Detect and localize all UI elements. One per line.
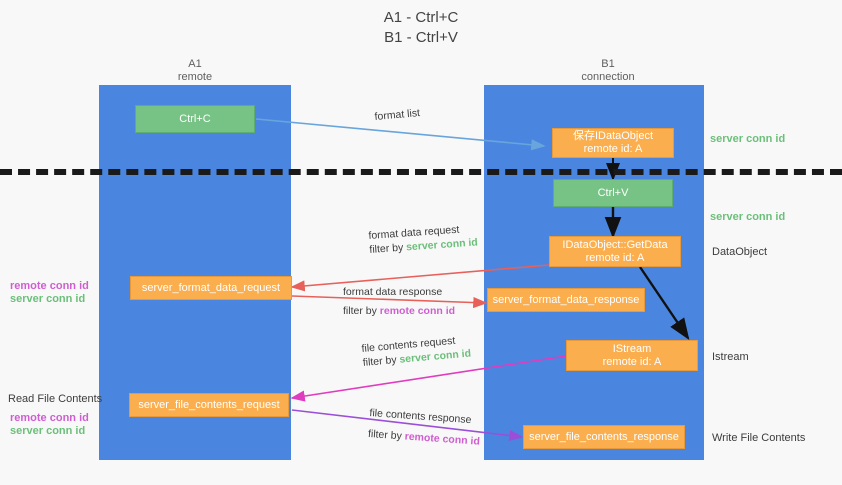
node-server-format-data-response-label: server_format_data_response <box>492 293 640 306</box>
right-label-server-conn-id-top: server conn id <box>710 133 786 145</box>
edge-label-format-data-response: format data response filter by remote co… <box>343 285 455 318</box>
node-getdata-line1: IDataObject::GetData <box>562 238 668 251</box>
right-label-server-conn-id-mid: server conn id <box>710 211 786 223</box>
node-ctrl-c[interactable]: Ctrl+C <box>135 105 255 133</box>
node-istream[interactable]: IStream remote id: A <box>566 340 698 371</box>
left-label-read-file-contents: Read File Contents <box>8 393 103 405</box>
node-server-file-contents-request-label: server_file_contents_request <box>138 398 280 411</box>
node-istream-line1: IStream <box>612 342 652 355</box>
node-server-format-data-response[interactable]: server_format_data_response <box>487 288 645 312</box>
column-header-a1: A1 remote <box>95 58 295 84</box>
edge-file-contents-response-line1: file contents response <box>369 406 472 427</box>
left-label-server-conn-id-1: server conn id <box>10 293 86 305</box>
node-save-idataobject[interactable]: 保存IDataObject remote id: A <box>552 128 674 158</box>
edge-label-format-list: format list <box>374 106 421 124</box>
title-line-1: A1 - Ctrl+C <box>383 9 459 26</box>
node-idataobject-getdata[interactable]: IDataObject::GetData remote id: A <box>549 236 681 267</box>
right-label-dataobject: DataObject <box>712 246 768 258</box>
node-ctrl-v[interactable]: Ctrl+V <box>553 179 673 207</box>
node-server-format-data-request-label: server_format_data_request <box>141 281 281 294</box>
column-b1-role: connection <box>581 71 635 83</box>
left-label-server-conn-id-2: server conn id <box>10 425 86 437</box>
filter-prefix: filter by <box>367 427 406 443</box>
edge-label-format-list-text: format list <box>374 107 421 123</box>
node-save-idataobject-line1: 保存IDataObject <box>572 130 654 142</box>
edge-label-file-contents-request: file contents request filter by server c… <box>361 333 472 370</box>
node-ctrl-c-label: Ctrl+C <box>179 112 211 125</box>
filter-prefix: filter by <box>369 241 407 256</box>
node-server-file-contents-response[interactable]: server_file_contents_response <box>523 425 685 449</box>
edge-label-format-data-request: format data request filter by server con… <box>368 221 478 257</box>
node-ctrl-v-label: Ctrl+V <box>597 186 629 199</box>
node-server-file-contents-request[interactable]: server_file_contents_request <box>129 393 289 417</box>
node-server-format-data-request[interactable]: server_format_data_request <box>130 276 292 300</box>
column-a1-role: remote <box>177 71 213 83</box>
page-title: A1 - Ctrl+C B1 - Ctrl+V <box>0 8 842 48</box>
filter-prefix: filter by <box>343 305 380 317</box>
filter-prefix: filter by <box>362 353 400 369</box>
edge-format-data-response-line1: format data response <box>343 286 443 298</box>
edge-file-contents-response-filter: filter by remote conn id <box>368 427 481 449</box>
edge-format-data-response-filter: filter by remote conn id <box>343 304 455 318</box>
right-label-write-file-contents: Write File Contents <box>712 432 806 444</box>
column-header-b1: B1 connection <box>508 58 708 84</box>
left-label-remote-conn-id-1: remote conn id <box>10 280 89 292</box>
left-label-remote-conn-id-2: remote conn id <box>10 412 89 424</box>
node-istream-line2: remote id: A <box>602 355 662 368</box>
node-server-file-contents-response-label: server_file_contents_response <box>529 430 679 443</box>
node-save-idataobject-line2: remote id: A <box>583 143 643 155</box>
title-line-2: B1 - Ctrl+V <box>384 29 458 46</box>
filter-value-server-conn-id: server conn id <box>405 236 479 254</box>
filter-value-remote-conn-id: remote conn id <box>404 430 481 448</box>
column-a1-name: A1 <box>188 58 202 70</box>
column-b1-name: B1 <box>601 58 615 70</box>
divider-dashed <box>0 169 842 175</box>
node-getdata-line2: remote id: A <box>585 251 645 264</box>
right-label-istream: Istream <box>712 351 749 363</box>
filter-value-remote-conn-id: remote conn id <box>379 305 456 317</box>
edge-label-file-contents-response: file contents response filter by remote … <box>368 406 482 449</box>
